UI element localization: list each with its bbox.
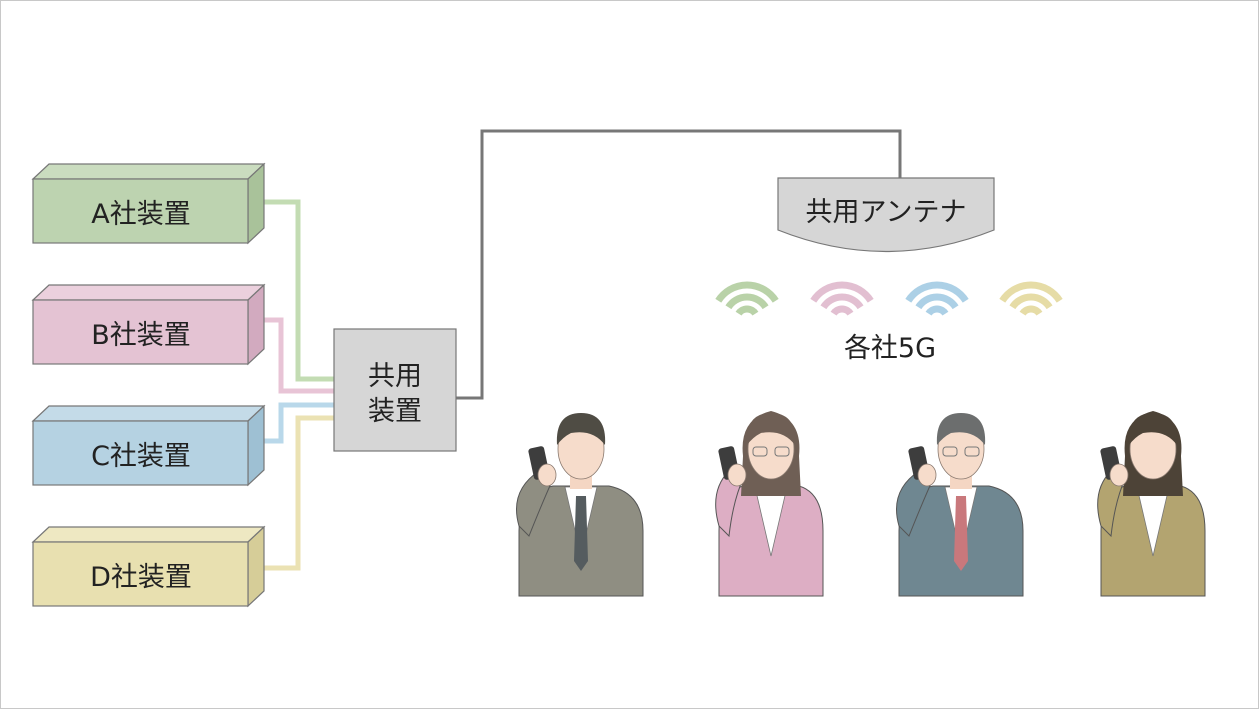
person-3 xyxy=(896,413,1024,597)
signal-wave xyxy=(715,281,779,303)
shared-antenna: 共用アンテナ xyxy=(777,177,995,253)
hand xyxy=(537,463,557,487)
device-b: B社装置 xyxy=(31,283,266,366)
shared-device: 共用 装置 xyxy=(333,328,457,452)
signal-wave xyxy=(925,305,949,316)
device-d: D社装置 xyxy=(31,525,266,608)
signal-wave xyxy=(999,281,1063,303)
signal-icon-4 xyxy=(999,281,1063,316)
glasses xyxy=(964,446,980,457)
signal-icons xyxy=(715,281,1063,316)
device-b-top xyxy=(31,284,266,301)
device-d-label: D社装置 xyxy=(90,562,192,593)
hand xyxy=(1109,463,1129,487)
antenna-shape xyxy=(777,177,995,253)
hair xyxy=(746,413,796,445)
signals-label: 各社5G xyxy=(844,333,936,364)
connection-lines xyxy=(263,199,334,571)
shared-device-box xyxy=(333,328,457,452)
antenna-label: 共用アンテナ xyxy=(806,197,967,228)
shared-device-label-1: 共用 xyxy=(368,361,422,392)
line-b xyxy=(263,317,334,394)
tie xyxy=(954,496,968,571)
device-c: C社装置 xyxy=(31,404,266,487)
shared-device-label-2: 装置 xyxy=(368,396,422,427)
device-b-label: B社装置 xyxy=(91,320,191,351)
device-d-front xyxy=(32,541,249,607)
hand xyxy=(727,463,747,487)
glasses xyxy=(752,446,768,457)
people-group xyxy=(516,411,1206,597)
line-d xyxy=(263,415,334,571)
device-a: A社装置 xyxy=(31,162,266,245)
glasses xyxy=(942,446,958,457)
device-a-top xyxy=(31,163,266,180)
hair xyxy=(1128,413,1178,445)
signal-wave xyxy=(820,293,864,310)
signal-icon-1 xyxy=(715,281,779,316)
hand xyxy=(917,463,937,487)
signal-wave xyxy=(830,305,854,316)
signal-wave xyxy=(905,281,969,303)
signal-wave xyxy=(915,293,959,310)
person-2 xyxy=(715,411,824,597)
device-b-front xyxy=(32,299,249,365)
device-c-front xyxy=(32,420,249,486)
signal-wave xyxy=(1009,293,1053,310)
device-a-label: A社装置 xyxy=(91,199,190,230)
signal-wave xyxy=(725,293,769,310)
person-4 xyxy=(1097,411,1206,597)
antenna-cable xyxy=(456,129,902,400)
hair xyxy=(556,413,606,445)
device-c-label: C社装置 xyxy=(91,441,191,472)
line-a xyxy=(263,199,334,382)
device-c-top xyxy=(31,405,266,422)
device-d-top xyxy=(31,526,266,543)
glasses xyxy=(774,446,790,457)
signal-wave xyxy=(810,281,874,303)
signal-icon-3 xyxy=(905,281,969,316)
device-a-front xyxy=(32,178,249,244)
person-1 xyxy=(516,413,644,597)
signal-wave xyxy=(1019,305,1043,316)
signal-wave xyxy=(735,305,759,316)
hair xyxy=(936,413,986,445)
line-c xyxy=(263,402,334,444)
tie xyxy=(574,496,588,571)
signal-icon-2 xyxy=(810,281,874,316)
